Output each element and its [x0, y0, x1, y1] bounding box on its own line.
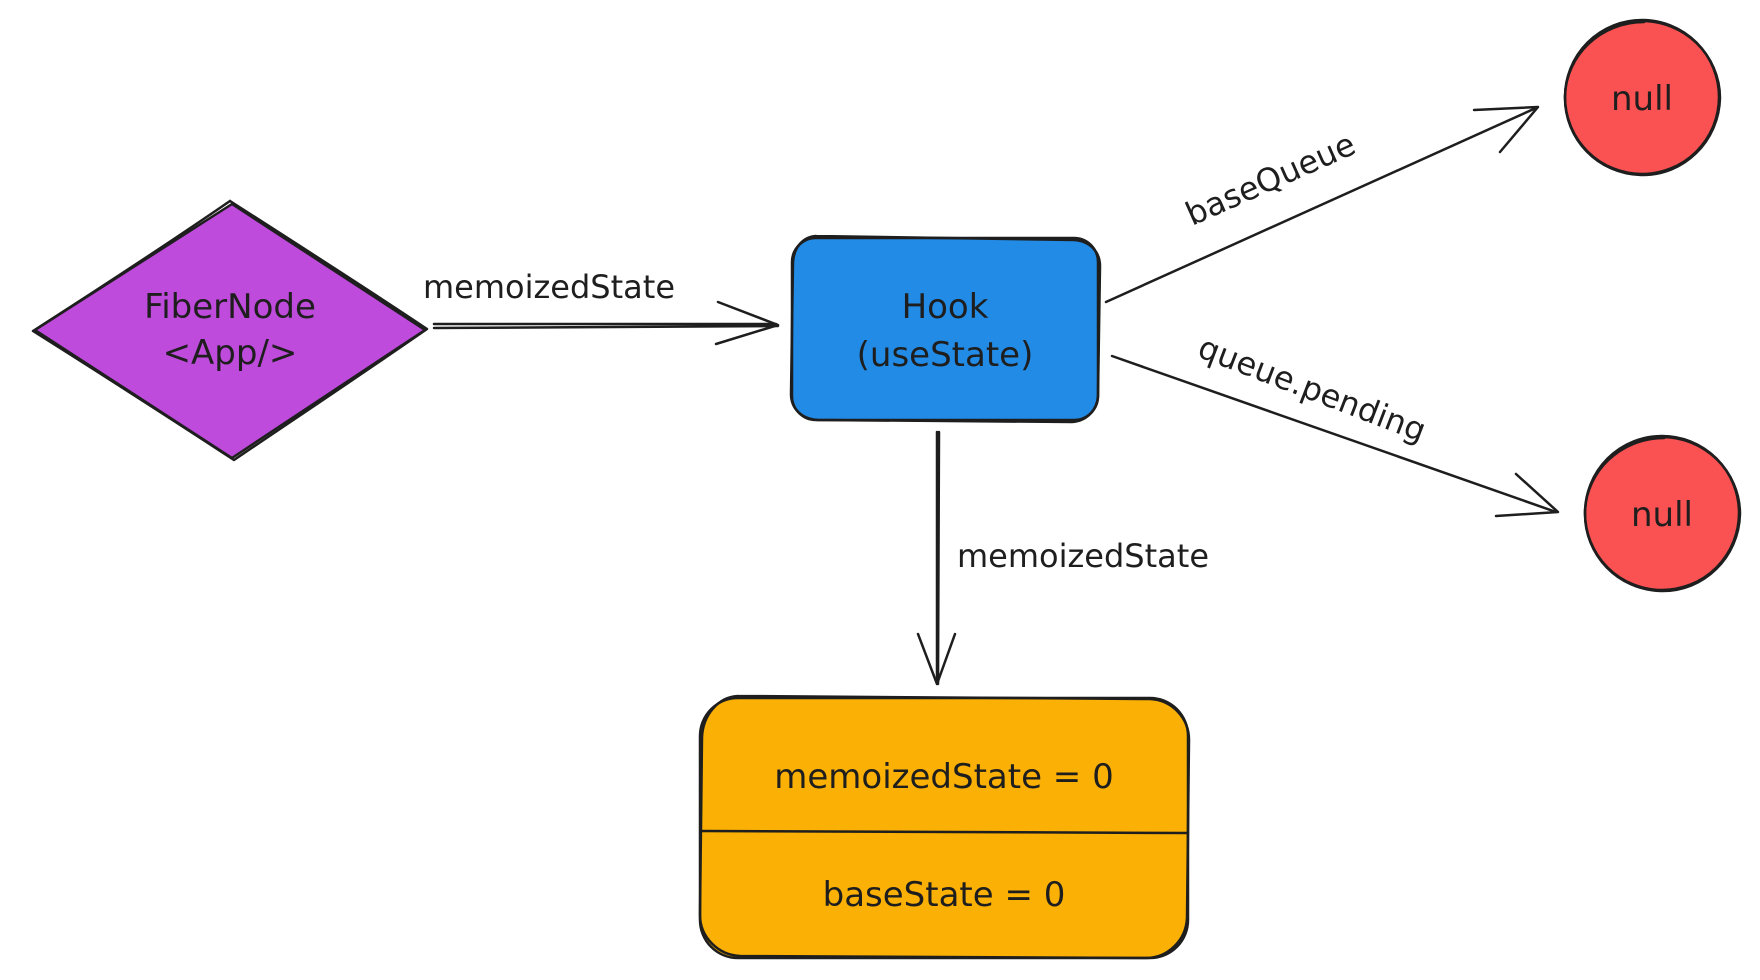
hook-node-shape: [790, 236, 1100, 422]
edge-base-queue-label: baseQueue: [1180, 125, 1361, 233]
fiber-node-shape: [33, 202, 427, 460]
edge-hook-to-state[interactable]: memoizedState: [916, 430, 1209, 686]
edge-hook-to-pending-line: [1110, 354, 1558, 514]
pending-null-node[interactable]: null: [1583, 434, 1742, 593]
edge-hook-to-state-arrowhead: [916, 632, 957, 686]
edge-hook-to-base-queue-arrowhead: [1472, 105, 1540, 154]
edge-hook-to-pending-arrowhead: [1494, 472, 1560, 518]
base-queue-null-sketch-outline: [1563, 19, 1722, 177]
pending-null-sketch-outline: [1583, 435, 1742, 593]
hook-node[interactable]: Hook (useState): [789, 234, 1102, 424]
edge-hook-to-state-label: memoizedState: [957, 537, 1209, 575]
base-queue-null-node[interactable]: null: [1563, 18, 1722, 177]
edge-hook-to-base-queue[interactable]: baseQueue: [1104, 105, 1540, 304]
state-base-state: baseState = 0: [823, 875, 1066, 915]
hook-node-subtitle: (useState): [857, 335, 1034, 375]
edge-hook-to-base-queue-line: [1104, 106, 1538, 304]
hook-node-title: Hook: [902, 287, 989, 327]
edge-fiber-to-hook-line: [432, 322, 780, 330]
edge-fiber-to-hook-arrowhead: [714, 300, 780, 346]
hook-node-sketch-outline: [789, 234, 1102, 424]
state-node-sketch-outline: [698, 694, 1191, 960]
state-node-shape: [698, 696, 1190, 960]
fiber-node[interactable]: FiberNode <App/>: [31, 199, 429, 462]
edge-pending-label: queue.pending: [1193, 328, 1431, 450]
edge-fiber-to-hook-label: memoizedState: [423, 268, 675, 306]
pending-null-label: null: [1631, 495, 1693, 535]
edge-fiber-to-hook[interactable]: memoizedState: [423, 268, 780, 346]
edge-hook-to-pending[interactable]: queue.pending: [1110, 328, 1560, 518]
state-memoized-state: memoizedState = 0: [774, 757, 1114, 797]
state-node[interactable]: memoizedState = 0 baseState = 0: [698, 694, 1191, 960]
base-queue-null-label: null: [1611, 79, 1673, 119]
state-node-divider: [700, 829, 1190, 835]
fiber-node-subtitle: <App/>: [163, 333, 298, 373]
fiber-node-sketch-outline: [31, 199, 429, 462]
fiber-node-title: FiberNode: [144, 287, 316, 327]
edge-hook-to-state-line: [935, 430, 941, 686]
